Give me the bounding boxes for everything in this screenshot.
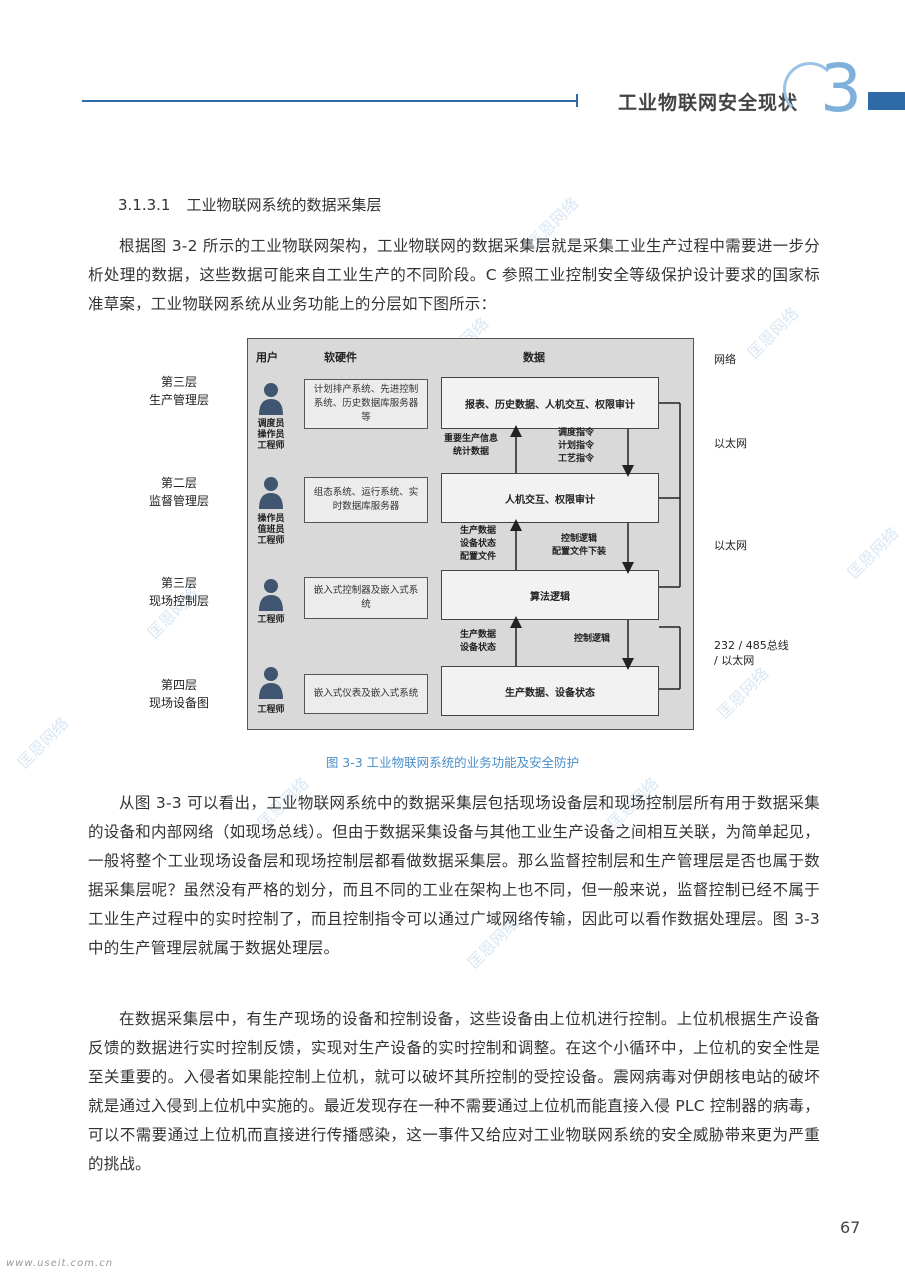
- annotation-up-3: 生产数据 设备状态: [460, 629, 496, 655]
- figure-caption: 图 3-3 工业物联网系统的业务功能及安全防护: [325, 755, 580, 770]
- data-box-4: 生产数据、设备状态: [441, 666, 659, 716]
- layer-label-2: 第二层 监督管理层: [134, 474, 224, 510]
- annotation-line: 计划指令: [558, 441, 595, 451]
- role-label: 工程师: [257, 536, 285, 546]
- layer-label-line: 现场控制层: [148, 594, 209, 608]
- annotation-line: 控制逻辑: [561, 534, 598, 544]
- annotation-line: 配置文件下装: [552, 547, 607, 557]
- column-header-data: 数据: [523, 351, 545, 364]
- person-icon: [259, 383, 283, 415]
- layer-label-line: 第二层: [160, 476, 197, 490]
- section-title: 工业物联网系统的数据采集层: [186, 196, 382, 214]
- architecture-figure: 用户 软硬件 数据 调度员 操作员 工程师 操作员 值班员 工程师 工程师 工程…: [247, 338, 694, 730]
- network-label-3: 以太网: [714, 539, 747, 552]
- layer-label-line: 第三层: [160, 576, 197, 590]
- annotation-down-1: 调度指令 计划指令 工艺指令: [558, 427, 594, 466]
- roles-layer-3: 工程师: [249, 615, 293, 626]
- header-title: 工业物联网安全现状: [618, 92, 799, 114]
- header-accent-bar: [868, 92, 905, 110]
- annotation-line: 设备状态: [460, 539, 497, 549]
- annotation-line: 控制逻辑: [574, 634, 611, 644]
- annotation-line: 统计数据: [453, 447, 490, 457]
- network-label-line: 232 / 485总线: [714, 639, 789, 652]
- software-box-3: 嵌入式控制器及嵌入式系统: [304, 577, 428, 619]
- role-label: 工程师: [257, 615, 285, 625]
- data-box-2: 人机交互、权限审计: [441, 473, 659, 523]
- person-icon: [259, 579, 283, 611]
- section-heading: 3.1.3.1 工业物联网系统的数据采集层: [118, 194, 382, 215]
- chapter-arc-decoration: [783, 62, 837, 116]
- role-label: 调度员: [257, 419, 285, 429]
- annotation-down-2: 控制逻辑 配置文件下装: [552, 533, 606, 559]
- layer-label-line: 生产管理层: [148, 393, 209, 407]
- annotation-up-1: 重要生产信息 统计数据: [444, 433, 498, 459]
- role-label: 工程师: [257, 441, 285, 451]
- footer-url: www.useit.com.cn: [6, 1258, 114, 1269]
- software-box-1: 计划排产系统、先进控制系统、历史数据库服务器等: [304, 379, 428, 429]
- paragraph-1: 根据图 3-2 所示的工业物联网架构，工业物联网的数据采集层就是采集工业生产过程…: [88, 237, 820, 313]
- annotation-line: 调度指令: [558, 428, 595, 438]
- annotation-line: 工艺指令: [558, 454, 595, 464]
- roles-layer-1: 调度员 操作员 工程师: [249, 419, 293, 452]
- layer-label-line: 现场设备图: [148, 696, 209, 710]
- software-box-4: 嵌入式仪表及嵌入式系统: [304, 674, 428, 714]
- section-number: 3.1.3.1: [118, 196, 171, 214]
- layer-label-line: 监督管理层: [148, 494, 209, 508]
- annotation-line: 配置文件: [460, 552, 497, 562]
- header-rule-tick: [576, 94, 578, 107]
- layer-label-4: 第四层 现场设备图: [134, 676, 224, 712]
- data-box-3: 算法逻辑: [441, 570, 659, 620]
- annotation-line: 重要生产信息: [444, 434, 499, 444]
- header-rule: [82, 100, 578, 102]
- layer-label-line: 第三层: [160, 375, 197, 389]
- annotation-up-2: 生产数据 设备状态 配置文件: [460, 525, 496, 564]
- person-icon: [259, 667, 283, 699]
- role-label: 值班员: [257, 525, 285, 535]
- role-label: 操作员: [257, 514, 285, 524]
- data-box-1: 报表、历史数据、人机交互、权限审计: [441, 377, 659, 429]
- layer-label-3: 第三层 现场控制层: [134, 574, 224, 610]
- page-number: 67: [840, 1218, 861, 1237]
- annotation-down-3: 控制逻辑: [574, 633, 610, 646]
- network-label-line: / 以太网: [714, 654, 755, 667]
- annotation-line: 设备状态: [460, 643, 497, 653]
- network-label-4: 232 / 485总线 / 以太网: [714, 638, 789, 668]
- column-header-user: 用户: [256, 351, 278, 364]
- roles-layer-2: 操作员 值班员 工程师: [249, 514, 293, 547]
- roles-layer-4: 工程师: [249, 705, 293, 716]
- network-label-2: 以太网: [714, 437, 747, 450]
- network-label-1: 网络: [714, 353, 736, 366]
- paragraph-3: 在数据采集层中，有生产现场的设备和控制设备，这些设备由上位机进行控制。上位机根据…: [88, 1010, 820, 1173]
- annotation-line: 生产数据: [460, 630, 497, 640]
- column-header-software: 软硬件: [324, 351, 357, 364]
- chapter-number: 3: [820, 50, 862, 127]
- watermark: 匡恩网络: [713, 663, 773, 723]
- person-icon: [259, 477, 283, 509]
- flow-arrows: [510, 402, 681, 690]
- layer-label-line: 第四层: [160, 678, 197, 692]
- watermark: 匡恩网络: [843, 523, 903, 583]
- role-label: 操作员: [257, 430, 285, 440]
- paragraph-2: 从图 3-3 可以看出，工业物联网系统中的数据采集层包括现场设备层和现场控制层所…: [88, 794, 820, 957]
- role-label: 工程师: [257, 705, 285, 715]
- layer-label-1: 第三层 生产管理层: [134, 373, 224, 409]
- annotation-line: 生产数据: [460, 526, 497, 536]
- software-box-2: 组态系统、运行系统、实时数据库服务器: [304, 477, 428, 523]
